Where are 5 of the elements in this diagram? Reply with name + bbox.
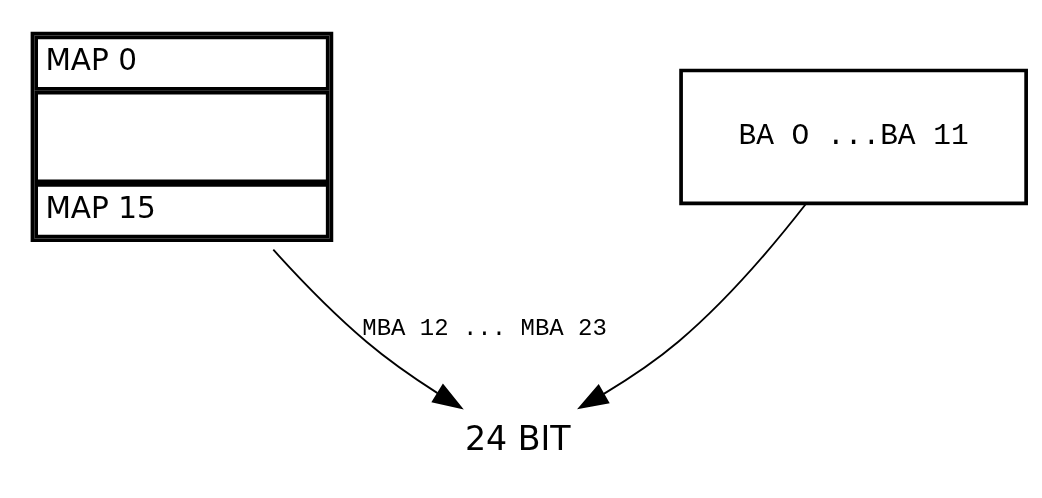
node-text: 24 BIT [464,418,571,458]
node-box: BA O ...BA 11 [679,68,1028,205]
edge-label: MBA 12 ... MBA 23 [362,314,607,342]
arrow [272,248,464,409]
arrow [577,202,807,409]
